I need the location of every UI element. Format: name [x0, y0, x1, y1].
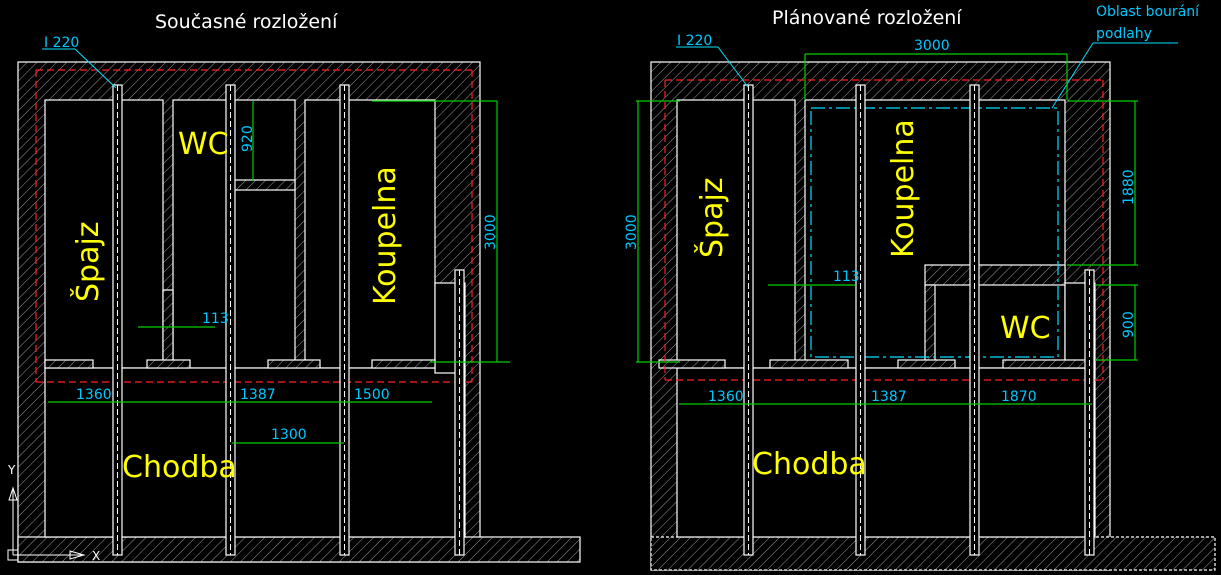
- partition: [658, 359, 726, 369]
- room-label-koupelna: Koupelna: [886, 119, 921, 258]
- dim-total-height: 3000: [483, 214, 499, 250]
- room-spajz: [44, 99, 164, 369]
- dim-w2: 1387: [240, 387, 276, 403]
- dim-wc-height: 900: [1121, 311, 1137, 338]
- dim-top-width: 3000: [914, 38, 950, 54]
- partition: [769, 359, 849, 369]
- dim-w1: 1360: [708, 389, 744, 405]
- dim-wc-height: 920: [240, 125, 256, 152]
- partition: [146, 359, 191, 369]
- room-label-spajz: Špajz: [693, 177, 730, 258]
- room-label-wc: WC: [1000, 311, 1051, 346]
- current-title: Současné rozložení: [155, 11, 338, 33]
- wc-wall: [924, 264, 1066, 286]
- room-spajz: [676, 99, 796, 369]
- dim-left-height: 3000: [624, 214, 640, 250]
- axis-x-label: X: [92, 549, 100, 563]
- beams: [743, 84, 1095, 556]
- wc-wall: [231, 179, 296, 191]
- beam-label: I 220: [44, 35, 79, 51]
- demolition-label-line2: podlahy: [1096, 26, 1152, 42]
- axis-y-label: Y: [7, 463, 16, 477]
- bottom-wall: [650, 536, 1216, 571]
- partition: [897, 359, 956, 369]
- room-koupelna: [304, 99, 436, 369]
- current-plan: Současné rozložení I 220 WC Špajz Koupel…: [7, 11, 581, 563]
- room-label-spajz: Špajz: [69, 221, 106, 302]
- dim-wall-gap: 113: [202, 311, 229, 327]
- demolition-area: [810, 107, 1059, 358]
- planned-title: Plánované rozložení: [772, 7, 962, 29]
- dim-w4: 1300: [271, 427, 307, 443]
- dim-wall-gap: 113: [833, 269, 860, 285]
- room-label-wc: WC: [178, 127, 229, 162]
- demolition-label-line1: Oblast bourání: [1096, 4, 1200, 20]
- room-label-koupelna: Koupelna: [368, 166, 403, 305]
- dim-w3: 1870: [1001, 389, 1037, 405]
- dim-w1: 1360: [76, 387, 112, 403]
- partition: [1002, 359, 1096, 369]
- dim-w3: 1500: [354, 387, 390, 403]
- partition: [371, 359, 436, 369]
- room-label-chodba: Chodba: [752, 447, 867, 482]
- bottom-wall: [17, 536, 581, 563]
- wc-side-wall: [924, 284, 936, 369]
- dim-bath-height: 1880: [1121, 169, 1137, 205]
- ucs-axis-icon: Y X: [7, 463, 100, 563]
- door-gap: [162, 289, 174, 369]
- room-label-chodba: Chodba: [122, 450, 237, 485]
- beam-label: I 220: [677, 33, 712, 49]
- beams: [112, 84, 465, 556]
- partition: [44, 359, 94, 369]
- dim-w2: 1387: [871, 389, 907, 405]
- planned-plan: Plánované rozložení I 220 Oblast bourání…: [624, 4, 1216, 571]
- partition: [267, 359, 321, 369]
